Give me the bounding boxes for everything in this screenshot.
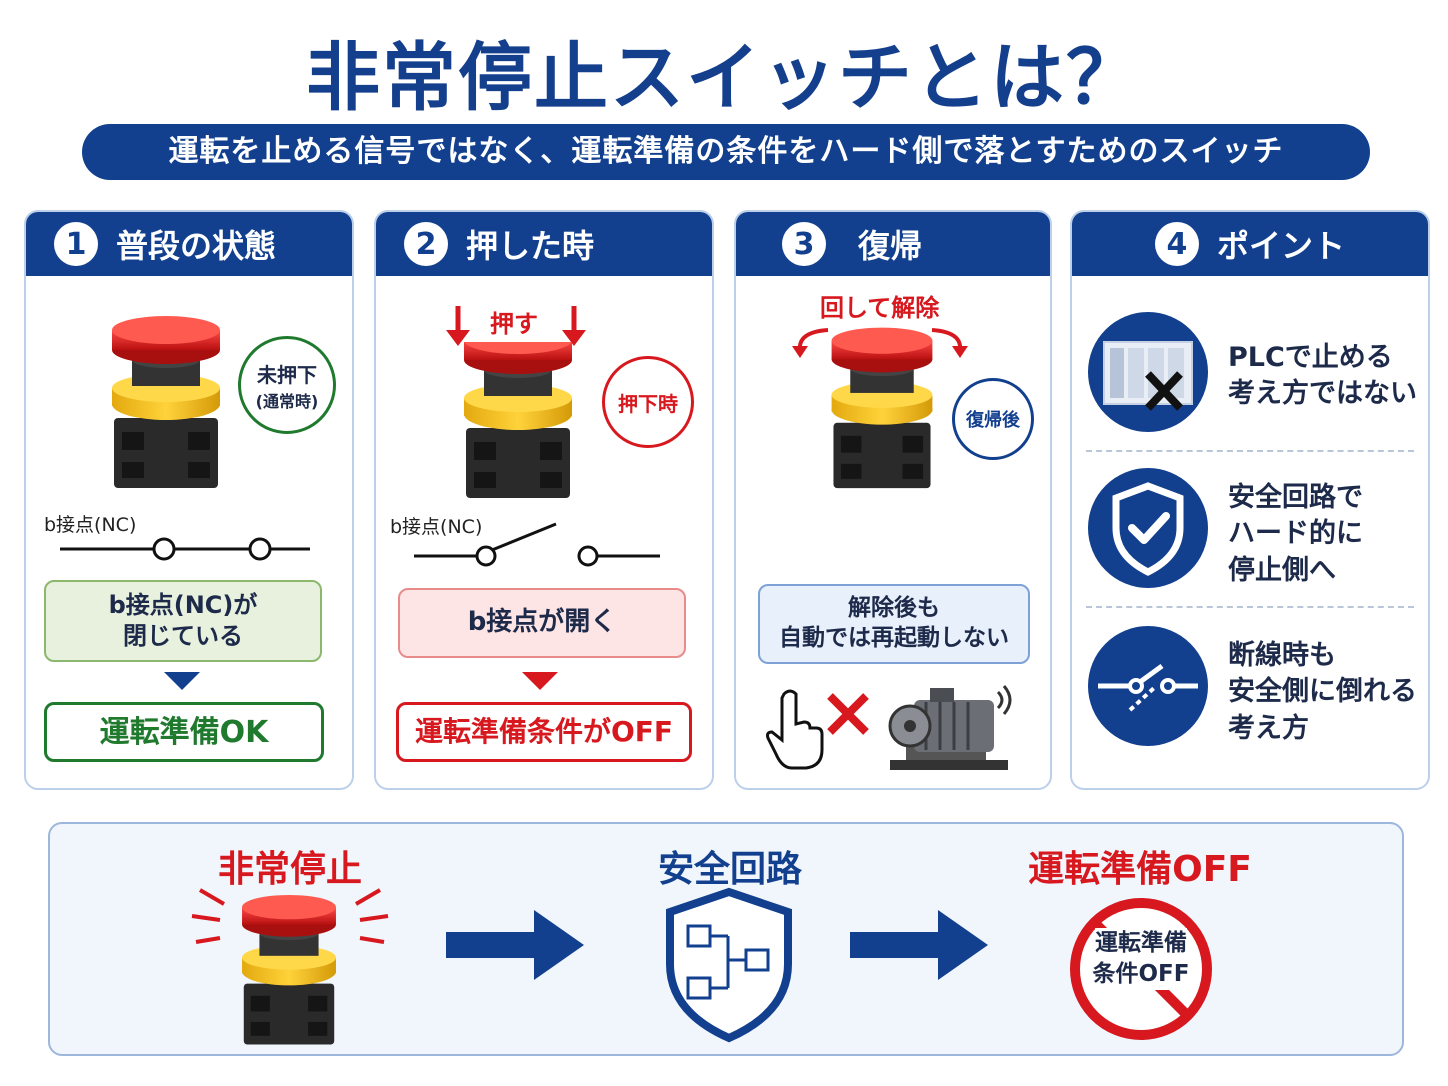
contact-label: b接点(NC) — [44, 514, 137, 536]
emergency-stop-button-icon — [112, 316, 220, 488]
point-text: 安全回路で ハード的に 停止側へ — [1228, 480, 1363, 589]
point-text: 断線時も 安全側に倒れる 考え方 — [1228, 638, 1417, 747]
note-box: 解除後も 自動では再起動しない — [758, 584, 1030, 664]
status-box: b接点(NC)が 閉じている — [44, 580, 322, 662]
flow-arrow-icon — [850, 910, 988, 980]
alert-rays-icon — [191, 888, 389, 944]
status-line: 閉じている — [123, 622, 243, 650]
step-number: 3 — [782, 222, 826, 266]
panel-header: 3 復帰 — [736, 212, 1050, 276]
flow-step-label: 非常停止 — [217, 849, 362, 890]
contact-label: b接点(NC) — [390, 516, 483, 538]
panel-header: 2 押した時 — [376, 212, 712, 276]
down-arrow-icon — [522, 672, 558, 690]
point-line: 停止側へ — [1228, 554, 1336, 586]
motor-icon — [888, 685, 1012, 770]
flow-section: 非常停止 安全回路 運転準備OFF 運転準備 条件OFF — [48, 822, 1404, 1056]
point-line: ハード的に — [1228, 518, 1363, 550]
divider — [1086, 606, 1414, 608]
cross-icon — [827, 693, 869, 735]
plc-cross-icon — [1088, 312, 1208, 432]
prohibited-sign-text: 運転準備 条件OFF — [1066, 928, 1216, 991]
point-line: 安全側に倒れる — [1228, 676, 1417, 708]
flow-step-label: 運転準備OFF — [1028, 849, 1252, 890]
tag-line: 未押下 — [257, 362, 317, 387]
point-line: 考え方 — [1228, 712, 1309, 744]
panel-reset-state: 3 復帰 回して解除 復帰後 解除後も 自動では再起動しない — [734, 210, 1052, 790]
point-line: 考え方ではない — [1228, 378, 1417, 410]
press-arrow-left-icon — [446, 306, 470, 346]
closed-contact-diagram — [60, 537, 310, 561]
flow-arrow-icon — [446, 910, 584, 980]
status-tag: 未押下 (通常時) — [238, 336, 336, 434]
point-line: 断線時も — [1228, 640, 1336, 671]
result-box: 運転準備条件がOFF — [396, 702, 692, 762]
rotate-right-icon — [931, 328, 968, 358]
open-contact-diagram — [414, 522, 660, 567]
divider — [1086, 450, 1414, 452]
panel-title: 押した時 — [466, 227, 595, 265]
down-arrow-icon — [164, 672, 200, 690]
result-box: 運転準備OK — [44, 702, 324, 762]
sign-line: 条件OFF — [1092, 959, 1190, 991]
note-line: 自動では再起動しない — [779, 625, 1009, 651]
twist-label: 回して解除 — [820, 294, 940, 322]
status-tag: 押下時 — [602, 356, 694, 448]
point-text: PLCで止める 考え方ではない — [1228, 340, 1417, 413]
shield-check-icon — [1088, 468, 1208, 588]
broken-wire-icon — [1088, 626, 1208, 746]
page-title: 非常停止スイッチとは？ — [306, 35, 1142, 121]
status-box: b接点が開く — [398, 588, 686, 658]
step-number: 2 — [404, 222, 448, 266]
panel-title: ポイント — [1216, 227, 1345, 265]
status-line: b接点(NC)が — [108, 590, 258, 619]
panel-points: 4 ポイント PLCで止める 考え方ではない — [1070, 210, 1430, 790]
panel-header: 1 普段の状態 — [26, 212, 352, 276]
point-item: 断線時も 安全側に倒れる 考え方 — [1072, 616, 1428, 766]
press-arrow-right-icon — [562, 306, 586, 346]
panel-title: 復帰 — [858, 227, 923, 265]
hand-pointer-icon — [766, 689, 824, 770]
flow-step-label: 安全回路 — [657, 849, 802, 890]
tag-line: (通常時) — [255, 391, 319, 411]
point-item: PLCで止める 考え方ではない — [1072, 302, 1428, 452]
emergency-stop-reset-icon — [831, 327, 933, 489]
panel-pressed-state: 2 押した時 押す 押下時 b接点(NC) b接点が開く 運転準備条件がOFF — [374, 210, 714, 790]
point-line: PLCで止める — [1228, 342, 1393, 373]
shield-circuit-icon — [666, 887, 792, 1043]
note-line: 解除後も — [848, 595, 940, 622]
step-number: 4 — [1154, 222, 1199, 266]
emergency-stop-icon — [242, 894, 336, 1045]
panel-normal-state: 1 普段の状態 未押下 (通常時) b接点(NC) b接点(NC)が 閉じている… — [24, 210, 354, 790]
panel-header: 4 ポイント — [1072, 212, 1428, 276]
point-item: 安全回路で ハード的に 停止側へ — [1072, 460, 1428, 610]
rotate-left-icon — [792, 328, 829, 358]
sign-line: 運転準備 — [1095, 928, 1187, 960]
emergency-stop-pressed-icon — [464, 342, 572, 498]
press-label: 押す — [490, 310, 538, 338]
subtitle-banner: 運転を止める信号ではなく、運転準備の条件をハード側で落とすためのスイッチ — [82, 124, 1370, 180]
status-tag: 復帰後 — [952, 378, 1034, 460]
step-number: 1 — [54, 222, 98, 266]
panel-title: 普段の状態 — [116, 227, 277, 265]
point-line: 安全回路で — [1228, 482, 1363, 513]
